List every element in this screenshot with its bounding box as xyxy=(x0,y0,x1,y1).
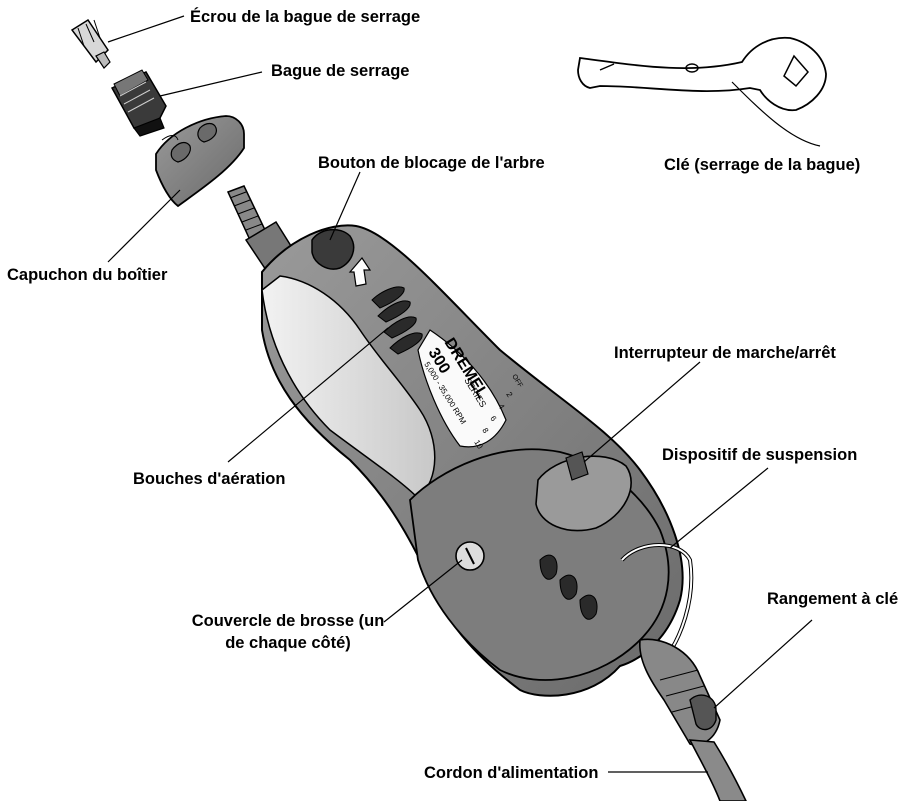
label-power-cord: Cordon d'alimentation xyxy=(424,764,599,782)
label-brush-cover: Couvercle de brosse (un de chaque côté) xyxy=(186,610,390,654)
speed-scale-mark: 8 xyxy=(480,426,490,435)
leader-lines xyxy=(107,15,821,773)
leader-collet-nut xyxy=(107,15,185,43)
leader-brush-cover xyxy=(383,559,463,623)
speed-scale-mark: 4 xyxy=(496,402,506,411)
leader-switch xyxy=(583,361,701,463)
label-collet: Bague de serrage xyxy=(271,62,410,80)
speed-scale-mark: 2 xyxy=(504,390,514,399)
leader-housing-cap xyxy=(107,189,181,263)
leader-shaft-lock xyxy=(329,171,361,241)
label-shaft-lock: Bouton de blocage de l'arbre xyxy=(318,154,545,172)
label-wrench-storage: Rangement à clé xyxy=(767,590,899,608)
collet-nut-part xyxy=(70,18,111,69)
label-collet-nut: Écrou de la bague de serrage xyxy=(190,8,421,26)
collet-part xyxy=(110,69,167,137)
label-hanger: Dispositif de suspension xyxy=(662,446,858,464)
speed-scale-mark: 6 xyxy=(488,414,498,423)
label-brush-cover-line1: Couvercle de brosse (un xyxy=(191,612,385,630)
label-brush-cover-line2: de chaque côté) xyxy=(225,634,351,652)
label-air-vents: Bouches d'aération xyxy=(133,470,286,488)
leader-wrench-storage xyxy=(713,619,813,709)
wrench-part xyxy=(577,36,827,112)
leader-wrench xyxy=(731,81,821,147)
leader-hanger xyxy=(669,467,769,549)
leader-collet xyxy=(159,71,263,97)
label-wrench: Clé (serrage de la bague) xyxy=(664,156,861,174)
label-housing-cap: Capuchon du boîtier xyxy=(7,266,168,284)
leader-vents xyxy=(227,327,389,463)
tool-body xyxy=(226,185,748,802)
label-on-off-switch: Interrupteur de marche/arrêt xyxy=(614,344,836,362)
